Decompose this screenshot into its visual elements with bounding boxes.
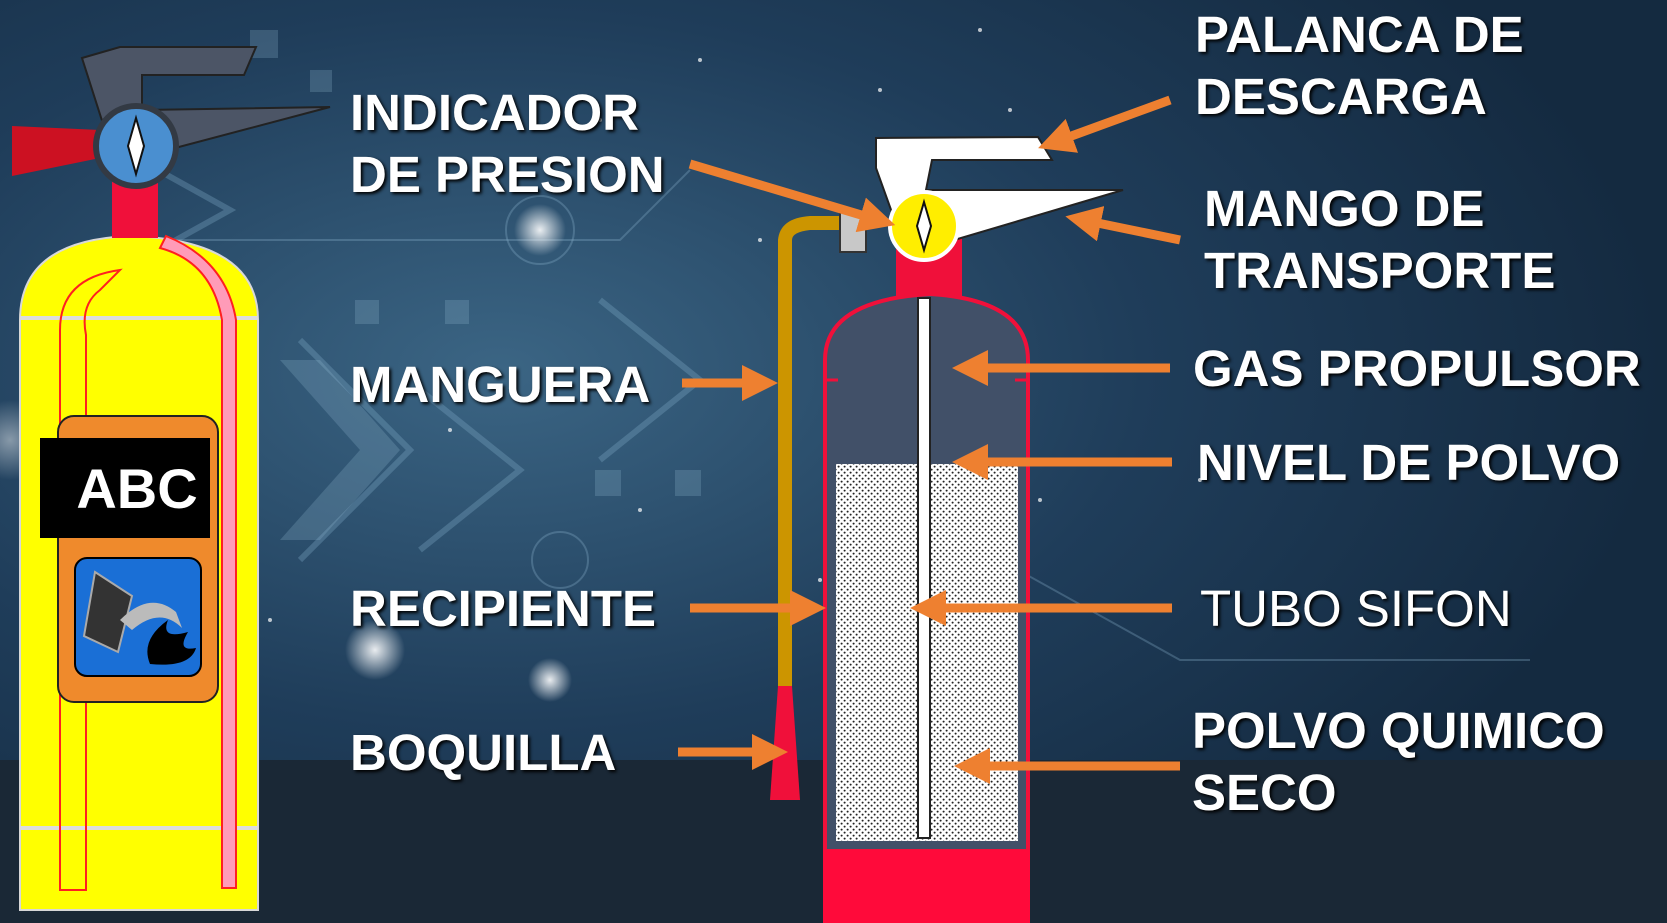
label-indicador-presion: INDICADOR DE PRESION	[350, 84, 665, 203]
arrow-mango	[1065, 206, 1181, 245]
yellow-extinguisher-pin	[12, 126, 100, 176]
label-polvo-quimico-seco: POLVO QUIMICO SECO	[1192, 702, 1605, 821]
nozzle	[770, 686, 800, 800]
label-mango-transporte: MANGO DE TRANSPORTE	[1204, 180, 1556, 299]
label-manguera: MANGUERA	[350, 356, 651, 413]
label-nivel-polvo: NIVEL DE POLVO	[1197, 434, 1621, 491]
siphon-tube	[917, 297, 931, 839]
callout-arrows	[678, 95, 1181, 784]
label-palanca-descarga: PALANCA DE DESCARGA	[1195, 6, 1524, 125]
label-tubo-sifon: TUBO SIFON	[1200, 580, 1512, 637]
arrow-indicador	[688, 159, 896, 233]
label-gas-propulsor: GAS PROPULSOR	[1193, 340, 1641, 397]
discharge-hose	[778, 240, 792, 686]
fire-class-pictogram-icon	[74, 557, 202, 677]
class-label-text: ABC	[76, 457, 197, 520]
extinguisher-base	[823, 850, 1030, 923]
yellow-extinguisher-neck	[112, 180, 158, 238]
class-label-box	[40, 438, 210, 538]
pressure-gauge-icon	[93, 103, 179, 189]
yellow-extinguisher-hose	[158, 234, 237, 889]
label-boquilla: BOQUILLA	[350, 724, 617, 781]
yellow-extinguisher: ABC	[12, 46, 331, 911]
pressure-gauge-icon	[888, 190, 960, 262]
arrow-palanca	[1038, 95, 1172, 153]
label-recipiente: RECIPIENTE	[350, 580, 657, 637]
cutaway-extinguisher	[770, 135, 1124, 923]
